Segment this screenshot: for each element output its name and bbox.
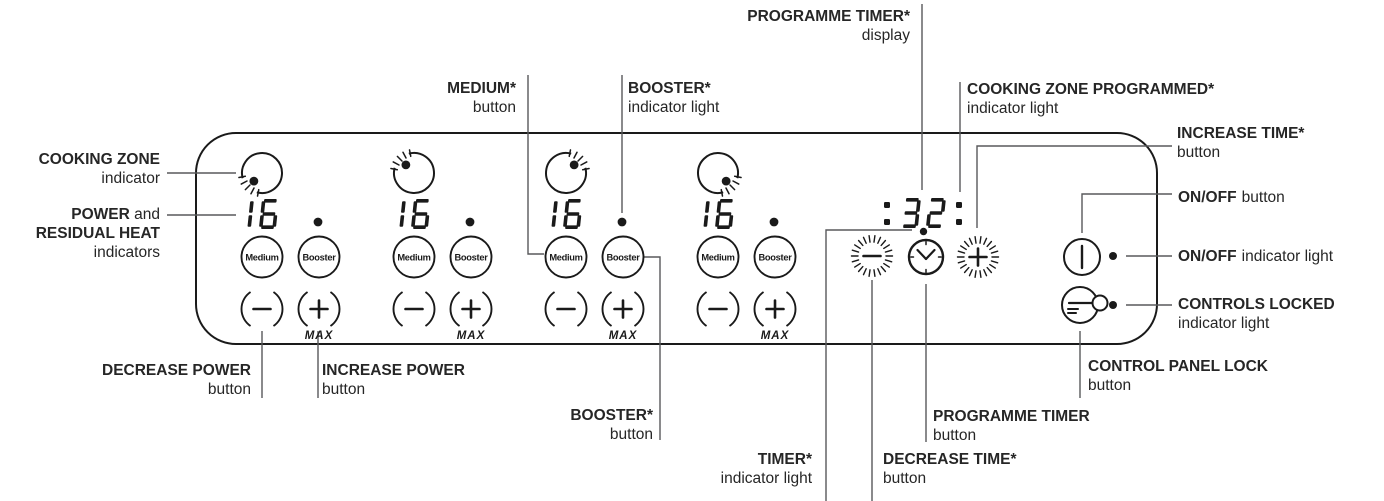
label-controls-locked: CONTROLS LOCKED indicator light [1178,296,1335,332]
leader-increase-time [976,145,1172,228]
label-decrease-power: DECREASE POWER button [102,362,251,398]
booster-button[interactable]: Booster [449,235,493,279]
medium-button[interactable]: Medium [240,235,284,279]
increase-power-button[interactable]: MAX [601,291,645,342]
leader-on-off-button [1081,193,1172,233]
label-increase-time: INCREASE TIME* button [1177,125,1305,161]
booster-indicator-light [769,217,779,227]
svg-text:Medium: Medium [701,253,734,263]
power-residual-heat-display [399,199,430,229]
booster-indicator-light [617,217,627,227]
leader-medium-button [527,75,544,255]
leader-lines [167,4,1172,501]
cooking-zone-indicator [238,152,283,197]
panel-outline [195,132,1158,345]
label-cooking-zone: COOKING ZONE indicator [38,151,160,187]
medium-button[interactable]: Medium [392,235,436,279]
decrease-power-button[interactable] [696,291,740,327]
label-increase-power: INCREASE POWER button [322,362,465,398]
cooking-zone-indicator [390,149,435,194]
max-label: MAX [457,330,486,342]
svg-text:Medium: Medium [397,253,430,263]
key-icon [1067,294,1109,314]
controls-locked-indicator-light [1109,301,1117,309]
control-panel-lock-button[interactable] [1061,286,1109,324]
label-timer-light: TIMER* indicator light [720,451,812,487]
max-label: MAX [761,330,790,342]
on-off-indicator-light [1109,252,1117,260]
label-medium-button: MEDIUM* button [447,80,516,116]
clock-icon [916,248,936,261]
timer-digits [903,198,946,228]
svg-text:Booster: Booster [606,253,640,263]
label-booster-light: BOOSTER* indicator light [628,80,720,116]
decrease-power-button[interactable] [392,291,436,327]
leader-booster-button [644,256,661,440]
label-control-panel-lock: CONTROL PANEL LOCK button [1088,358,1268,394]
label-programme-timer-display: PROGRAMME TIMER* display [747,8,910,44]
increase-power-button[interactable]: MAX [297,291,341,342]
programme-timer-cluster [850,198,1000,278]
decrease-power-button[interactable] [544,291,588,327]
label-power-residual-heat: POWER and RESIDUAL HEAT indicators [35,206,160,261]
booster-button[interactable]: Booster [753,235,797,279]
svg-text:Medium: Medium [245,253,278,263]
label-programme-timer-button: PROGRAMME TIMER button [933,408,1090,444]
label-booster-button: BOOSTER* button [570,407,653,443]
timer-indicator-light [919,227,928,236]
decrease-time-button[interactable] [850,235,894,277]
on-off-button[interactable] [1063,238,1101,276]
svg-text:Medium: Medium [549,253,582,263]
svg-text:Booster: Booster [758,253,792,263]
svg-text:Booster: Booster [302,253,336,263]
max-label: MAX [305,330,334,342]
medium-button[interactable]: Medium [696,235,740,279]
increase-time-button[interactable] [956,236,1000,278]
booster-button[interactable]: Booster [297,235,341,279]
svg-text:Booster: Booster [454,253,488,263]
booster-button[interactable]: Booster [601,235,645,279]
timer-left-colon [884,202,890,208]
cooking-zone-indicator [545,149,590,194]
cooking-zone-indicator [697,152,742,197]
booster-indicator-light [465,217,475,227]
cooking-zone-programmed-indicator-light [956,202,962,225]
power-residual-heat-display [551,199,582,229]
increase-power-button[interactable]: MAX [753,291,797,342]
programme-timer-display [884,198,946,228]
power-lock-cluster [1061,238,1117,324]
increase-power-button[interactable]: MAX [449,291,493,342]
label-cooking-zone-programmed: COOKING ZONE PROGRAMMED* indicator light [967,81,1215,117]
leader-timer-light [825,229,912,501]
medium-button[interactable]: Medium [544,235,588,279]
programme-timer-button[interactable] [907,238,945,276]
power-residual-heat-display [247,199,278,229]
booster-indicator-light [313,217,323,227]
decrease-power-button[interactable] [240,291,284,327]
power-residual-heat-display [703,199,734,229]
label-decrease-time: DECREASE TIME* button [883,451,1017,487]
max-label: MAX [609,330,638,342]
timer-left-colon [884,219,890,225]
